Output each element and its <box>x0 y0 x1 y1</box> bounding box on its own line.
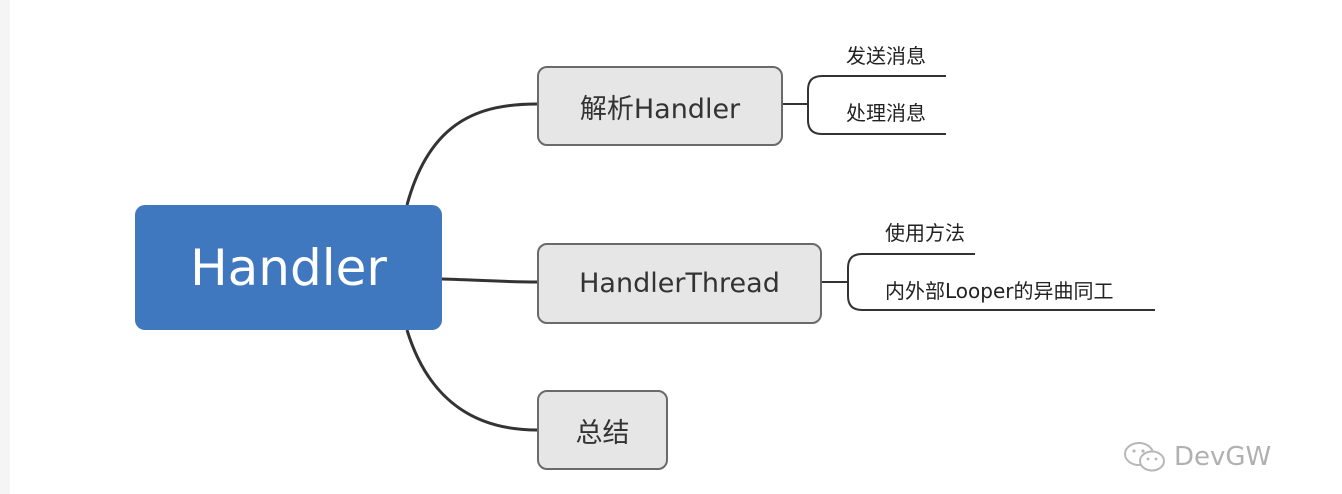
branch-node-parse-handler[interactable]: 解析Handler <box>537 66 783 146</box>
leaf-node-handle-message[interactable]: 处理消息 <box>846 101 926 125</box>
left-edge-strip <box>0 0 10 494</box>
connector-branch-2-bracket <box>847 253 1155 311</box>
leaf-node-send-message[interactable]: 发送消息 <box>846 44 926 68</box>
leaf-node-usage[interactable]: 使用方法 <box>885 221 965 245</box>
watermark: DevGW <box>1122 440 1271 474</box>
leaf-node-looper-comparison[interactable]: 内外部Looper的异曲同工 <box>885 279 1114 303</box>
connector-root-branch-3 <box>405 329 538 432</box>
connector-root-branch-1 <box>405 102 538 206</box>
wechat-icon <box>1124 442 1165 472</box>
connector-branch-1-bracket <box>807 75 946 135</box>
root-node[interactable]: Handler <box>135 205 442 330</box>
watermark-text: DevGW <box>1174 442 1272 472</box>
connector-root-branch-2 <box>441 277 538 284</box>
branch-node-handlerthread[interactable]: HandlerThread <box>537 243 822 324</box>
branch-node-summary[interactable]: 总结 <box>537 390 668 470</box>
